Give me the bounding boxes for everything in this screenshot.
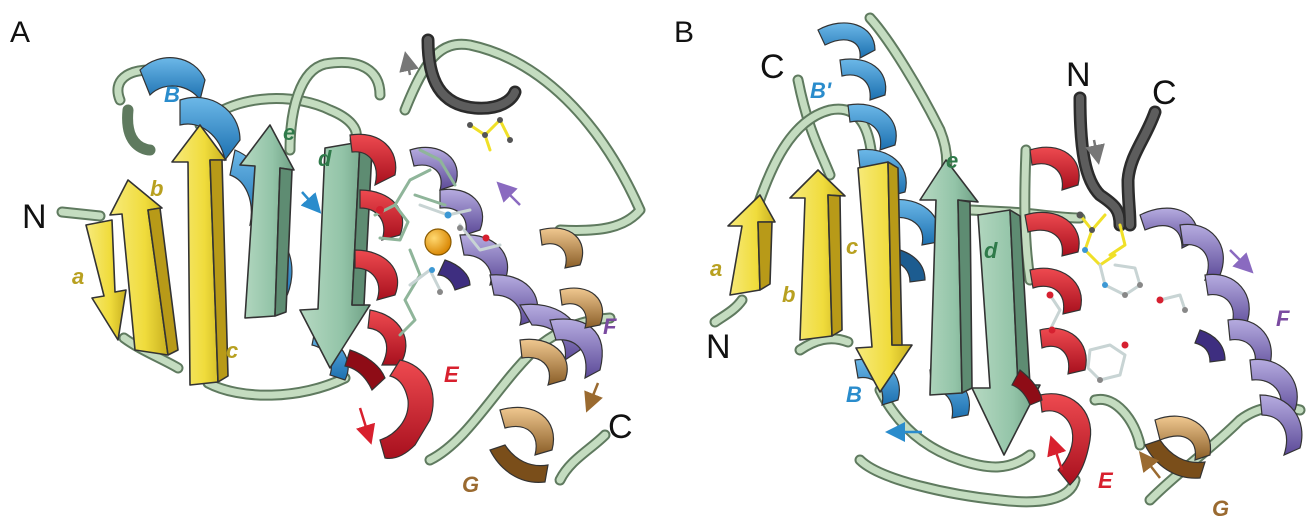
panel-b-label-helix-b: B — [846, 382, 862, 407]
panel-b-strand-b — [790, 170, 845, 340]
panel-b-label-a: a — [710, 256, 722, 281]
panel-a: A — [10, 16, 640, 497]
panel-a-label-helix-f: F — [603, 314, 617, 339]
panel-b-strand-a — [728, 195, 775, 295]
panel-a-c-terminus: C — [608, 408, 633, 446]
panel-a-label-helix-b: B — [164, 82, 180, 107]
panel-b-n-terminus-right: N — [1066, 56, 1091, 94]
panel-b-label-e: e — [946, 148, 958, 173]
panel-a-label-c: c — [226, 338, 238, 363]
panel-b-helix-g — [1145, 416, 1211, 478]
panel-b-label-helix-e: E — [1098, 468, 1114, 493]
panel-b-c-terminus-right: C — [1152, 74, 1177, 112]
panel-b-label-d: d — [984, 238, 998, 263]
panel-a-strand-a — [86, 220, 126, 340]
panel-b-strand-e — [920, 160, 978, 395]
panel-b-label-c: c — [846, 234, 858, 259]
panel-b-label-helix-f: F — [1276, 306, 1290, 331]
panel-a-metal-ion — [425, 229, 451, 255]
panel-b-n-terminus-left: N — [706, 328, 731, 366]
panel-b-dark-loops — [1080, 98, 1155, 225]
panel-a-letter: A — [10, 16, 30, 49]
panel-a-label-helix-g: G — [462, 472, 479, 497]
panel-b-strand-c — [856, 162, 912, 392]
panel-a-label-b: b — [150, 176, 163, 201]
panel-a-label-e: e — [283, 120, 295, 145]
panel-b-label-b: b — [782, 282, 795, 307]
panel-b-c-terminus-left: C — [760, 48, 785, 86]
panel-b-label-helix-b-prime: B' — [810, 78, 832, 103]
panel-a-n-terminus: N — [22, 198, 47, 236]
panel-b-letter: B — [674, 16, 694, 49]
panel-a-label-helix-e: E — [444, 362, 460, 387]
panel-b-label-helix-g: G — [1212, 496, 1229, 521]
panel-a-label-a: a — [72, 264, 84, 289]
panel-a-label-d: d — [318, 146, 332, 171]
panel-a-strand-e — [240, 125, 294, 318]
panel-a-strand-c — [172, 125, 228, 385]
panel-b: B — [674, 16, 1302, 521]
